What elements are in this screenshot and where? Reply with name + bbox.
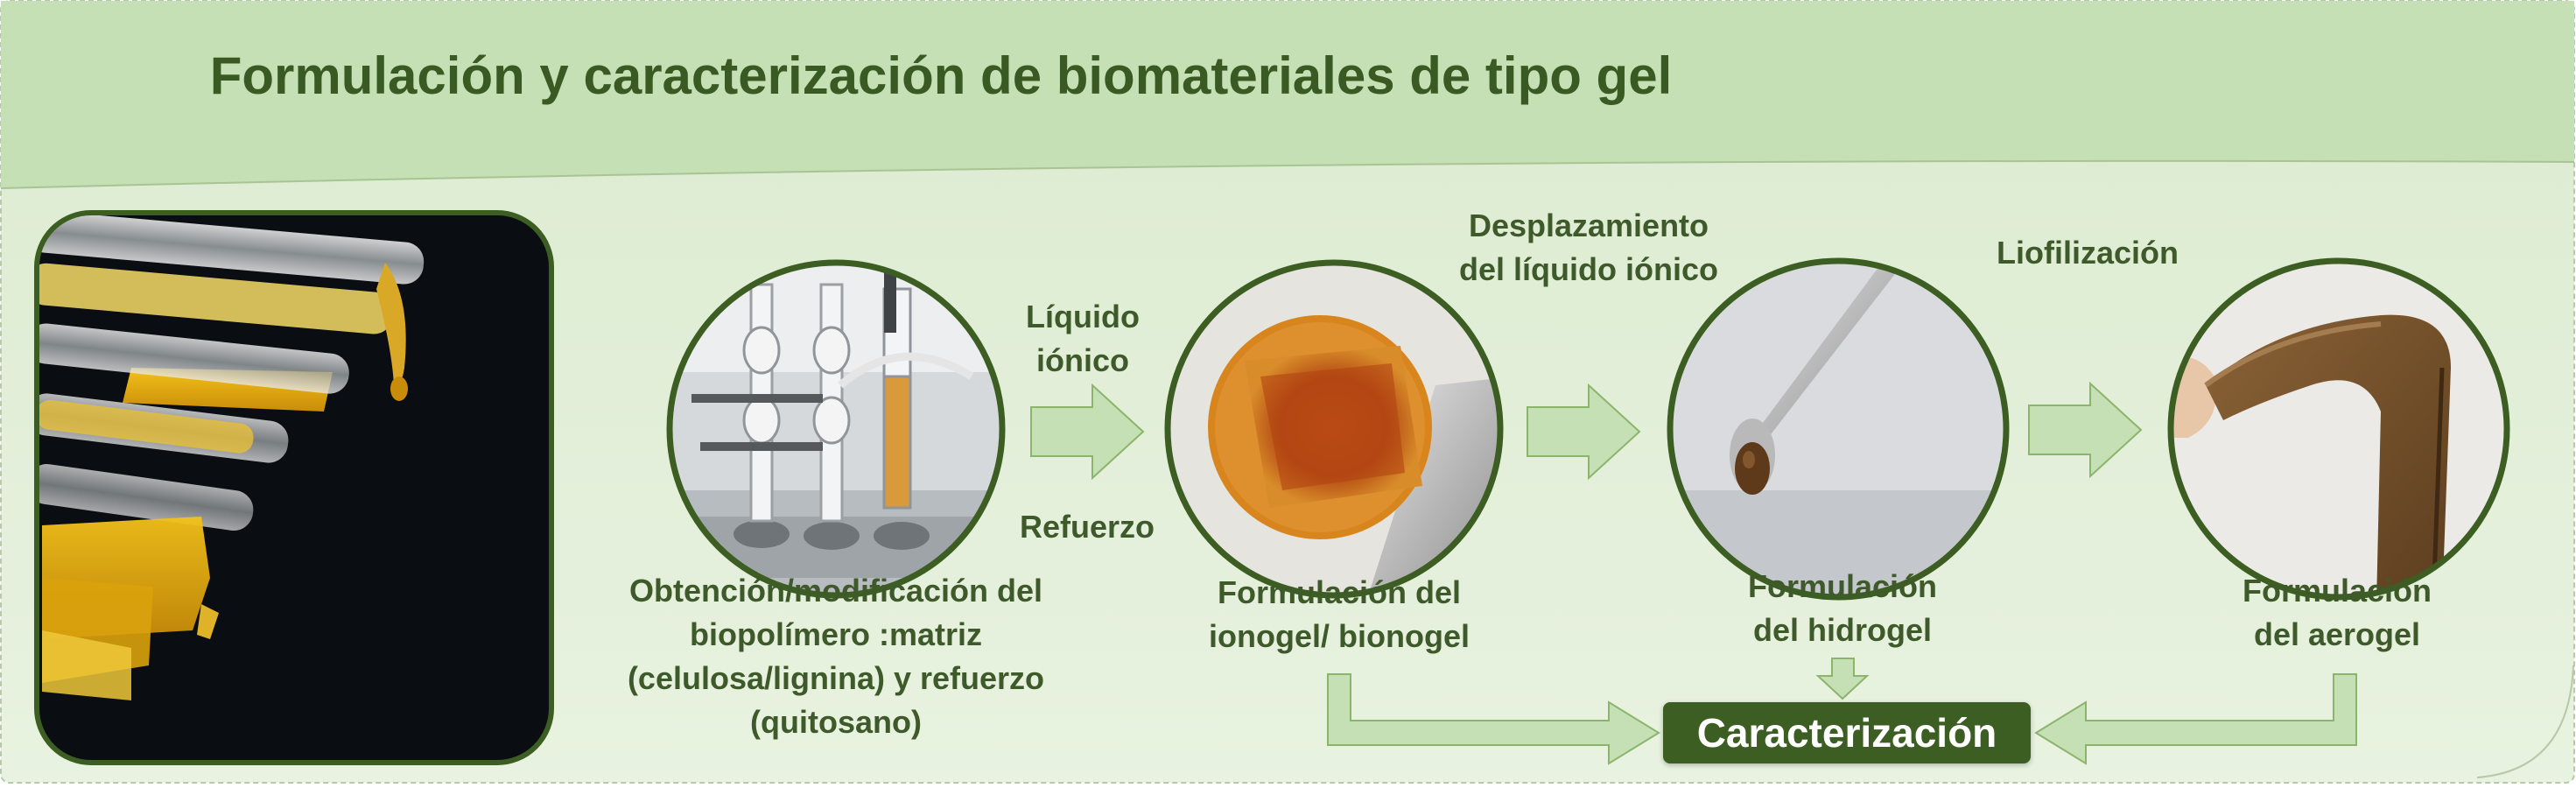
step-hydrogel-line-1: Formulación: [1747, 568, 1938, 604]
step-aerogel-line-2: del aerogel: [2253, 616, 2421, 652]
displacement-line-1: Desplazamiento: [1468, 208, 1709, 243]
block-arrow-1: [1030, 383, 1145, 481]
step-aerogel-line-1: Formulación: [2242, 573, 2432, 609]
step-hydrogel-label: Formulación del hidrogel: [1663, 565, 2022, 652]
step-biopolymer-line-1: Obtención/modificación del: [628, 573, 1043, 609]
lyophilization-label: Liofilización: [1996, 235, 2179, 271]
step-hydrogel-line-2: del hidrogel: [1752, 612, 1932, 648]
displacement-label: Desplazamiento del líquido iónico: [1435, 204, 1742, 292]
step-biopolymer-line-3: (celulosa/lignina) y refuerzo: [627, 660, 1045, 696]
step-ionogel-line-1: Formulación del: [1217, 574, 1462, 610]
aerogel-photo: [2167, 257, 2510, 601]
step-ionogel-line-2: ionogel/ bionogel: [1209, 618, 1470, 654]
block-arrow-3: [2028, 381, 2143, 479]
step-aerogel-label: Formulación del aerogel: [2162, 569, 2512, 657]
liquid-ionic-line-2: iónico: [1036, 342, 1129, 378]
step-biopolymer-label: Obtención/modificación del biopolímero :…: [608, 569, 1063, 744]
arrow-ionogel-to-characterization: [1327, 673, 1660, 765]
step-biopolymer-line-2: biopolímero :matriz: [689, 616, 983, 652]
arrow-hydrogel-down: [1815, 658, 1870, 700]
header-divider: [0, 159, 2575, 189]
liquid-ionic-label: Líquido iónico: [995, 295, 1170, 383]
diagram-title: Formulación y caracterización de biomate…: [209, 46, 1673, 105]
header-band: [1, 1, 2574, 188]
hydrogel-photo: [1667, 257, 2010, 601]
block-arrow-2: [1527, 383, 1641, 481]
arrow-aerogel-to-characterization: [2034, 673, 2357, 765]
step-ionogel-label: Formulación del ionogel/ bionogel: [1155, 571, 1523, 658]
liquid-ionic-line-1: Líquido: [1026, 299, 1140, 334]
test-tubes-photo: [34, 210, 554, 765]
reinforcement-label: Refuerzo: [1019, 509, 1155, 545]
displacement-line-2: del líquido iónico: [1459, 251, 1718, 287]
step-biopolymer-line-4: (quitosano): [750, 704, 922, 740]
characterization-box: Caracterización: [1663, 702, 2031, 763]
